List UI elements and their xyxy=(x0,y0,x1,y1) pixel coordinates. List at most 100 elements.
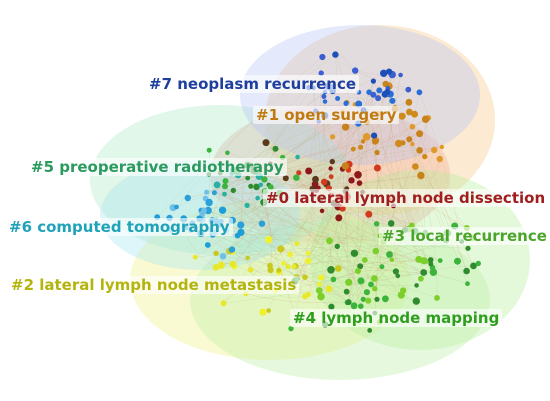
edge xyxy=(360,81,374,148)
edge xyxy=(256,186,272,270)
edge xyxy=(296,177,398,277)
network-node xyxy=(206,147,212,153)
network-node xyxy=(412,163,419,170)
edge xyxy=(260,184,289,267)
network-node xyxy=(328,166,333,171)
network-node xyxy=(365,210,373,218)
network-node xyxy=(212,264,220,271)
edge xyxy=(293,260,424,273)
network-node xyxy=(321,94,327,99)
edge xyxy=(157,54,336,218)
network-node xyxy=(428,261,434,267)
edge xyxy=(390,93,467,272)
network-node xyxy=(272,145,279,152)
network-node xyxy=(285,264,291,270)
network-node xyxy=(417,171,425,180)
edge xyxy=(353,117,429,306)
network-node xyxy=(335,96,341,101)
edge xyxy=(212,234,384,242)
edge xyxy=(360,146,426,233)
edge xyxy=(216,253,431,261)
network-node xyxy=(341,123,350,131)
network-node xyxy=(410,141,415,147)
network-node xyxy=(330,276,337,283)
edge xyxy=(370,265,474,285)
network-node xyxy=(345,299,352,306)
network-node xyxy=(465,245,471,251)
network-node xyxy=(414,283,419,288)
network-node xyxy=(424,259,429,264)
network-node xyxy=(416,147,423,154)
network-node xyxy=(325,285,333,293)
network-node xyxy=(380,69,388,78)
network-node xyxy=(219,253,227,260)
network-node xyxy=(362,133,371,141)
network-node xyxy=(245,175,251,181)
network-node xyxy=(258,220,266,227)
network-node xyxy=(204,242,211,248)
network-node xyxy=(465,281,470,287)
network-node xyxy=(358,144,364,150)
edge xyxy=(224,83,386,195)
network-node xyxy=(397,291,405,299)
cluster-label-3: #3 local recurrence xyxy=(379,227,550,245)
network-node xyxy=(317,281,322,287)
network-node xyxy=(470,262,477,270)
edge xyxy=(224,193,330,242)
network-node xyxy=(358,303,364,310)
network-node xyxy=(365,297,372,304)
network-node xyxy=(420,269,428,276)
network-node xyxy=(326,237,333,245)
network-node xyxy=(355,100,363,108)
network-node xyxy=(204,189,210,195)
network-node xyxy=(293,174,300,181)
network-node xyxy=(281,261,286,266)
edge xyxy=(394,108,408,230)
network-node xyxy=(422,153,428,160)
network-node xyxy=(416,130,424,138)
edge xyxy=(402,135,416,145)
network-node xyxy=(320,178,328,186)
network-node xyxy=(255,195,260,201)
edge xyxy=(195,117,429,258)
network-node xyxy=(406,136,413,143)
network-node xyxy=(332,51,339,58)
network-node xyxy=(291,264,297,270)
edge xyxy=(250,269,434,278)
network-node xyxy=(356,180,363,186)
network-node xyxy=(266,308,272,313)
network-node xyxy=(379,264,385,270)
network-node xyxy=(253,183,260,191)
network-node xyxy=(294,241,300,247)
network-node xyxy=(222,183,228,190)
edge xyxy=(296,147,361,280)
network-node xyxy=(350,146,356,152)
network-node xyxy=(230,187,236,194)
network-node xyxy=(463,267,470,275)
network-node xyxy=(374,149,380,156)
network-node xyxy=(334,243,340,249)
network-node xyxy=(262,139,270,147)
network-node xyxy=(361,257,368,263)
network-node xyxy=(475,260,481,267)
edge xyxy=(320,217,340,297)
network-node xyxy=(184,194,191,202)
network-node xyxy=(372,139,378,145)
network-node xyxy=(296,170,302,176)
cluster-label-0: #0 lateral lymph node dissection xyxy=(263,189,549,207)
network-node xyxy=(302,274,308,281)
edge xyxy=(224,186,298,280)
network-node xyxy=(373,221,380,227)
network-node xyxy=(248,183,254,189)
network-node xyxy=(439,144,445,150)
network-node xyxy=(395,273,401,279)
network-node xyxy=(199,210,206,217)
network-node xyxy=(315,287,323,294)
network-node xyxy=(409,123,416,130)
network-node xyxy=(411,110,418,118)
network-node xyxy=(374,296,380,302)
network-node xyxy=(343,100,349,106)
edge xyxy=(231,173,368,293)
network-node xyxy=(288,325,294,332)
